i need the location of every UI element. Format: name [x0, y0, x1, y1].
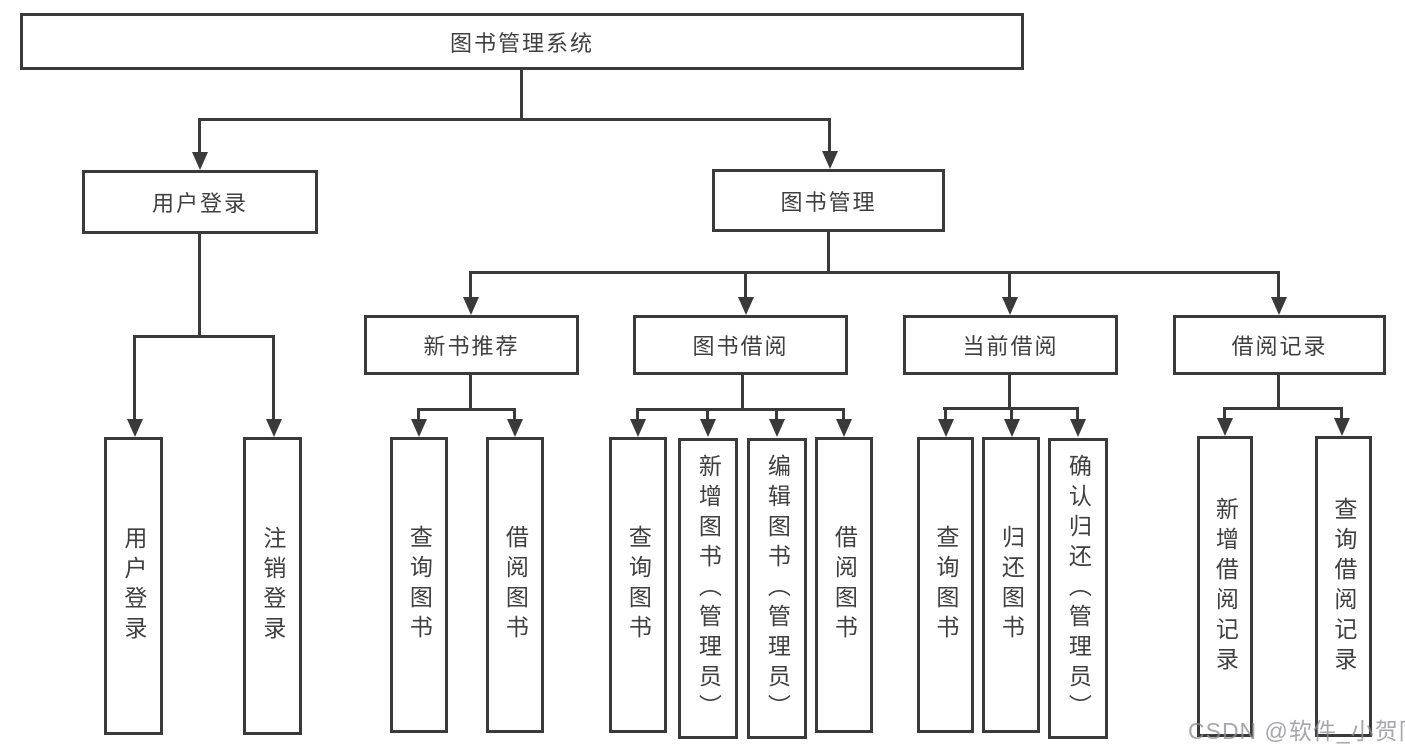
edge-trunk-root: [520, 70, 523, 118]
arrowhead-icon: [738, 297, 754, 315]
edge-drop: [417, 408, 420, 421]
leaf-query-books-borrow: 查询图书: [609, 437, 667, 733]
arrowhead-icon: [1002, 297, 1018, 315]
leaf-borrow-books: 借阅图书: [815, 437, 873, 733]
leaf-query-borrow-record: 查询借阅记录: [1315, 436, 1372, 737]
edge-drop: [944, 407, 947, 421]
edge-bar-new-book: [417, 408, 516, 411]
arrowhead-icon: [822, 151, 838, 169]
edge-trunk-book-borrow: [741, 375, 744, 408]
leaf-user-login: 用户登录: [104, 437, 163, 735]
leaf-confirm-return-admin: 确认归还（管理员）: [1048, 438, 1108, 739]
edge-trunk-new-book: [469, 375, 472, 408]
arrowhead-icon: [1004, 419, 1020, 437]
edge-drop: [1076, 407, 1079, 421]
node-book-borrow: 图书借阅: [633, 315, 848, 375]
edge-drop-login-leaf: [133, 335, 136, 421]
edge-drop: [636, 408, 639, 421]
node-user-login: 用户登录: [82, 170, 318, 234]
leaf-query-books-recommend: 查询图书: [390, 437, 448, 733]
arrowhead-icon: [1070, 419, 1086, 437]
edge-trunk-borrow-records: [1277, 375, 1280, 407]
edge-drop-book-borrow: [744, 271, 747, 299]
edge-drop: [706, 408, 709, 421]
arrowhead-icon: [836, 419, 852, 437]
arrowhead-icon: [411, 419, 427, 437]
arrowhead-icon: [507, 419, 523, 437]
leaf-query-books-current: 查询图书: [917, 437, 974, 733]
edge-drop: [513, 408, 516, 421]
edge-bar-book-borrow: [636, 408, 845, 411]
edge-bar-root: [198, 118, 831, 121]
edge-bar-borrow-records: [1223, 407, 1343, 410]
edge-drop: [842, 408, 845, 421]
arrowhead-icon: [938, 419, 954, 437]
arrowhead-icon: [700, 419, 716, 437]
arrowhead-icon: [192, 152, 208, 170]
leaf-add-borrow-record: 新增借阅记录: [1197, 436, 1253, 737]
edge-drop-current-borrow: [1008, 271, 1011, 299]
arrowhead-icon: [266, 419, 282, 437]
leaf-add-books-admin: 新增图书（管理员）: [678, 438, 738, 739]
edge-trunk-user-login: [198, 234, 201, 335]
edge-bar-user-login: [133, 335, 274, 338]
node-library-management-system: 图书管理系统: [20, 13, 1024, 70]
edge-drop: [1340, 407, 1343, 421]
node-new-book-recommend: 新书推荐: [364, 315, 579, 375]
edge-drop: [775, 408, 778, 421]
edge-drop-new-book: [469, 271, 472, 299]
leaf-logout: 注销登录: [243, 437, 302, 735]
arrowhead-icon: [127, 419, 143, 437]
leaf-edit-books-admin: 编辑图书（管理员）: [747, 438, 807, 739]
edge-drop-borrow-records: [1277, 271, 1280, 299]
arrowhead-icon: [463, 297, 479, 315]
edge-drop: [1010, 407, 1013, 421]
edge-drop-book-management: [828, 118, 831, 153]
edge-trunk-current-borrow: [1008, 375, 1011, 407]
edge-drop: [1223, 407, 1226, 421]
edge-bar-book-management: [469, 271, 1280, 274]
edge-drop-user-login: [198, 118, 201, 154]
node-book-management: 图书管理: [712, 169, 945, 232]
node-borrow-records: 借阅记录: [1173, 315, 1386, 375]
leaf-borrow-books-recommend: 借阅图书: [486, 437, 544, 733]
arrowhead-icon: [1217, 418, 1233, 436]
arrowhead-icon: [769, 419, 785, 437]
arrowhead-icon: [630, 419, 646, 437]
edge-trunk-book-management: [827, 232, 830, 271]
csdn-watermark: CSDN @软件_小贺同学: [1188, 718, 1405, 744]
node-current-borrow: 当前借阅: [903, 315, 1118, 375]
arrowhead-icon: [1334, 418, 1350, 436]
arrowhead-icon: [1271, 297, 1287, 315]
leaf-return-books: 归还图书: [982, 437, 1040, 733]
edge-drop-logout-leaf: [272, 335, 275, 421]
